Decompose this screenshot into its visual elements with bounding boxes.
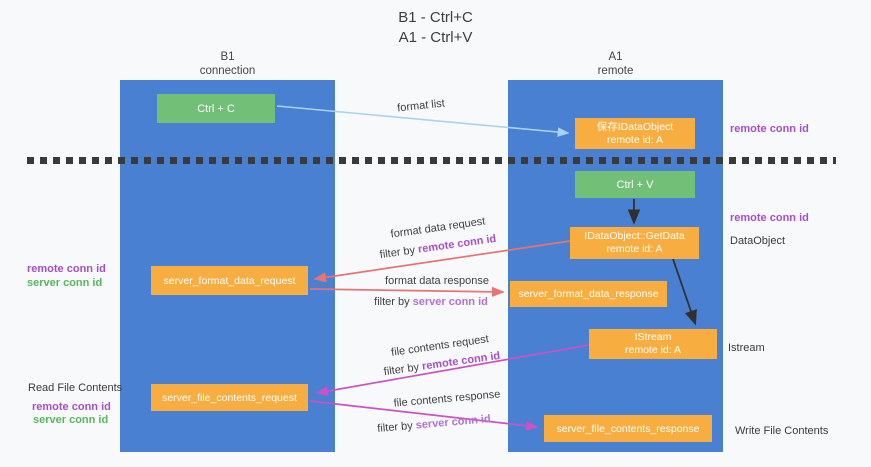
lifeline-header-b1: B1 connection [120,50,335,78]
remote-conn-id-text: remote conn id [417,232,497,256]
title-line-2: A1 - Ctrl+V [398,29,473,46]
annotation-server-conn-id-left1: server conn id [27,277,103,289]
remote-conn-id-text: remote conn id [421,349,501,373]
label-format-list: format list [396,97,446,115]
node-getdata-line1: IDataObject::GetData [584,230,685,242]
node-istream: IStream remote id: A [589,329,717,359]
lifeline-header-a1: A1 remote [508,50,723,78]
node-format-response-label: server_format_data_response [518,288,659,300]
node-server-format-data-response: server_format_data_response [510,281,667,307]
annotation-remote-conn-id-left2: remote conn id [32,401,111,413]
label-format-data-response: format data response [385,275,489,287]
annotation-server-conn-id-left2: server conn id [33,414,109,426]
annotation-remote-conn-id-mid: remote conn id [730,212,809,224]
node-server-file-contents-response: server_file_contents_response [544,415,712,442]
label-file-contents-response: file contents response [393,388,501,410]
server-conn-id-text: server conn id [415,413,492,432]
lifeline-a1-role: remote [597,65,634,77]
label-filter-by-server-2: filter by server conn id [377,413,491,435]
node-save-idataobject-line1: 保存IDataObject [596,120,674,133]
node-server-format-data-request: server_format_data_request [151,266,308,295]
filter-by-text: filter by [376,419,414,435]
node-file-response-label: server_file_contents_response [556,422,700,435]
lifeline-a1-name: A1 [608,51,623,63]
annotation-write-file-contents: Write File Contents [735,425,829,437]
node-save-idataobject-line2: remote id: A [606,133,664,146]
node-istream-line2: remote id: A [624,344,682,356]
phase-divider-dashed-line [27,157,836,164]
node-ctrl-c: Ctrl + C [157,94,275,123]
diagram-title: B1 - Ctrl+C A1 - Ctrl+V [0,8,871,48]
lifeline-b1-name: B1 [220,51,235,63]
annotation-read-file-contents: Read File Contents [28,382,123,394]
node-ctrl-c-label: Ctrl + C [197,102,235,115]
node-idataobject-getdata: IDataObject::GetData remote id: A [570,227,699,259]
label-filter-by-server-1: filter by server conn id [374,296,488,308]
filter-by-text: filter by [374,296,410,308]
node-istream-line1: IStream [634,331,672,343]
node-ctrl-v: Ctrl + V [575,171,695,198]
node-server-file-contents-request: server_file_contents_request [151,384,308,411]
node-format-request-label: server_format_data_request [163,274,296,287]
arrow-format-data-response [309,286,505,297]
lifeline-b1-role: connection [199,65,256,77]
server-conn-id-text: server conn id [412,296,488,308]
annotation-remote-conn-id-top: remote conn id [730,123,809,135]
filter-by-text: filter by [379,244,416,262]
node-getdata-line2: remote id: A [606,243,663,255]
annotation-istream: Istream [728,342,765,354]
node-save-idataobject: 保存IDataObject remote id: A [575,118,695,149]
node-ctrl-v-label: Ctrl + V [616,178,654,191]
filter-by-text: filter by [383,361,420,379]
annotation-dataobject: DataObject [730,235,786,247]
annotation-remote-conn-id-left1: remote conn id [27,263,106,275]
node-file-request-label: server_file_contents_request [162,391,297,404]
title-line-1: B1 - Ctrl+C [398,9,473,26]
